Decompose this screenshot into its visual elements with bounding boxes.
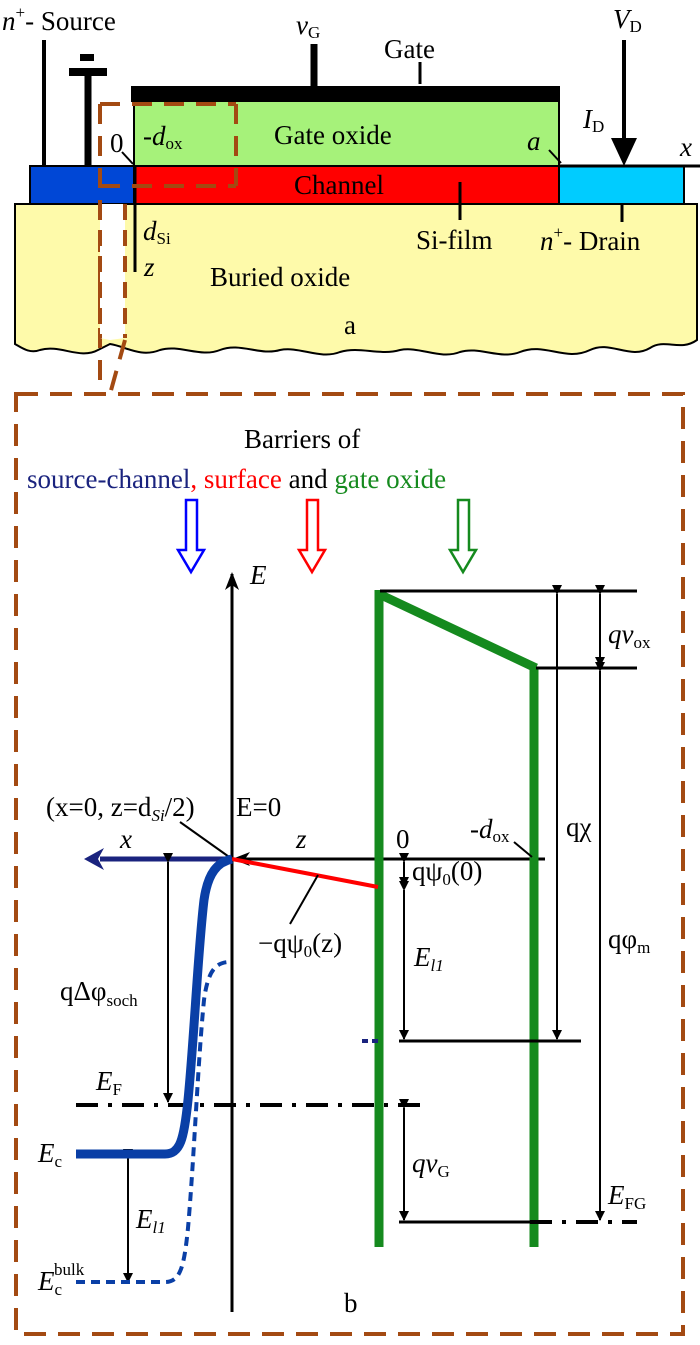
surface-potential-line	[231, 857, 379, 889]
q-psi0-0-label: qψ0(0)	[412, 856, 482, 889]
ec-band-edge	[76, 854, 234, 1159]
efg-label: EFG	[607, 1180, 646, 1213]
panel-b-band-diagram: Barriers of source-channel, surface and …	[14, 392, 685, 1336]
gate-oxide-barrier-arrow	[447, 498, 479, 575]
channel-label: Channel	[294, 170, 384, 200]
buried-oxide-label: Buried oxide	[210, 262, 350, 292]
vd-label: VD	[613, 4, 642, 36]
ground-symbol	[69, 54, 107, 166]
gate-oxide-label: Gate oxide	[274, 120, 392, 150]
x-axis-arrow-head	[84, 848, 104, 870]
zero-point-pointer	[121, 151, 134, 165]
panel-b-caption: b	[344, 1288, 358, 1318]
id-label: ID	[582, 104, 604, 136]
gate-electrode	[131, 86, 560, 102]
zoom-box	[14, 392, 685, 1336]
z-axis-label-a: z	[143, 252, 155, 282]
q-delta-phi-label: qΔφsoch	[60, 976, 138, 1010]
panel-a-caption: a	[344, 310, 356, 340]
dsi-label: dSi	[143, 216, 171, 248]
q-chi-label: qχ	[566, 812, 592, 842]
source-channel-barrier-arrow	[175, 498, 207, 575]
q-phi-m-label: qφm	[608, 924, 650, 957]
dimension-arrows	[123, 585, 605, 1283]
surface-potential-pointer	[289, 874, 319, 925]
id-arrow-head	[611, 138, 637, 166]
a-point-label: a	[527, 126, 541, 156]
q-vg-label: qvG	[412, 1148, 450, 1181]
gate-oxide-region	[133, 99, 560, 167]
title-line2: source-channel, surface and gate oxide	[27, 464, 446, 494]
minus-dox-label-b: -dox	[470, 814, 510, 846]
surface-barrier-arrow	[296, 498, 328, 575]
ec-bulk-band-edge	[76, 960, 229, 1284]
e-zero-label: E=0	[236, 792, 281, 822]
drain-label: n+- Drain	[540, 223, 641, 256]
origin-pointer	[179, 821, 233, 860]
si-film-label: Si-film	[416, 225, 493, 255]
q-vox-label: qvox	[608, 619, 651, 652]
minus-dox-pointer	[513, 841, 533, 858]
source-label: n+- Source	[2, 3, 116, 36]
ec-bulk-label: Ecbulk	[37, 1260, 85, 1299]
drain-region	[558, 165, 685, 205]
origin-coords-label: (x=0, z=dSi/2)	[46, 792, 195, 825]
x-axis-label-b: x	[119, 824, 132, 854]
vg-label: vG	[296, 10, 320, 42]
a-point-pointer	[548, 149, 562, 164]
zoom-window-strip	[100, 204, 125, 340]
e-axis-label: E	[249, 560, 267, 590]
zero-label-b: 0	[396, 824, 410, 854]
oxide-barrier-top	[377, 589, 538, 673]
el1-label-left: El1	[135, 1204, 166, 1237]
minus-dox-label-a: -dox	[143, 121, 183, 153]
x-axis-label-a: x	[679, 132, 692, 162]
el1-label-right: El1	[413, 942, 444, 975]
ef-label: EF	[95, 1066, 122, 1099]
zero-label-a: 0	[110, 128, 124, 158]
ec-label: Ec	[37, 1138, 63, 1171]
gate-label: Gate	[384, 34, 435, 64]
panel-a-device-cross-section: n+- Source vG Gate VD Gate oxide -dox 0 …	[2, 3, 700, 395]
title-line1: Barriers of	[244, 424, 360, 454]
z-axis-label-b: z	[295, 824, 307, 854]
minus-q-psi0-z-label: −qψ0(z)	[258, 928, 342, 961]
